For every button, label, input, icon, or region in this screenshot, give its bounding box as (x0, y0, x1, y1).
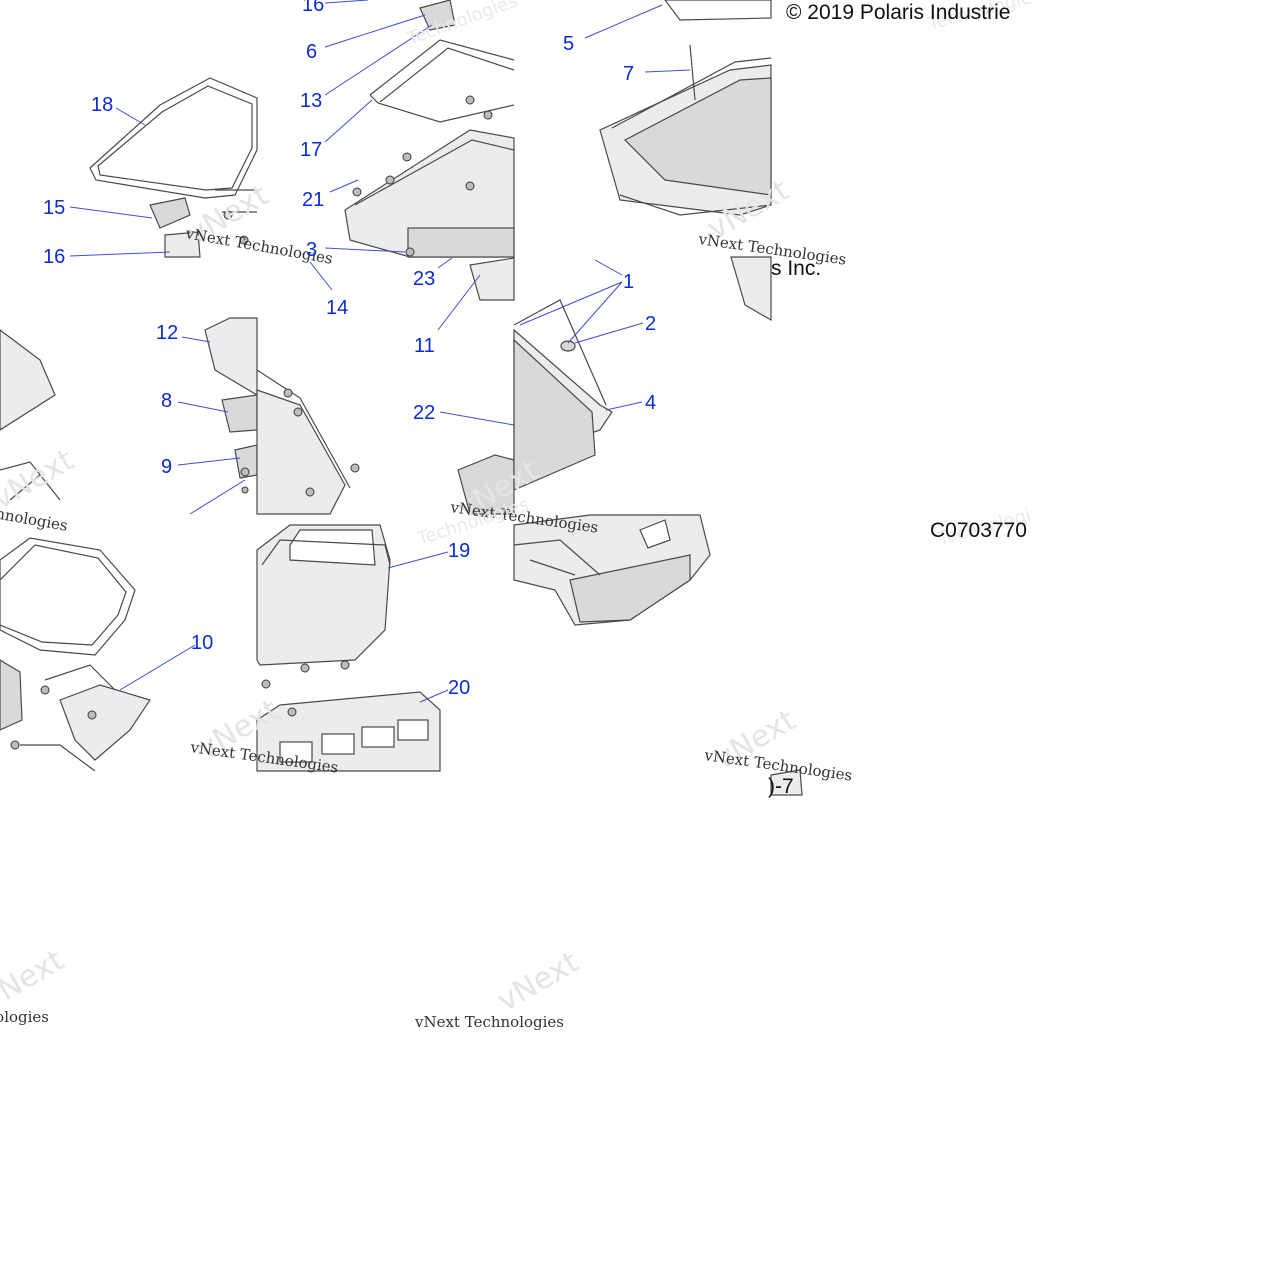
callout-5: 5 (563, 33, 574, 55)
lid-frame-part (89, 77, 258, 199)
callout-4: 4 (645, 392, 656, 414)
watermark-logo: vNext (492, 945, 586, 1019)
tile-middle-right (513, 256, 772, 491)
callout-21: 21 (302, 189, 324, 211)
callout-7: 7 (623, 63, 634, 85)
callout-12: 12 (156, 322, 178, 344)
callout-23: 23 (413, 268, 435, 290)
page-fragment: )-7 (768, 775, 794, 798)
callout-15: 15 (43, 197, 65, 219)
callout-2: 2 (645, 313, 656, 335)
callout-13: 13 (300, 90, 322, 112)
callout-17: 17 (300, 139, 322, 161)
watermark-company: vNext Technologies (0, 1008, 49, 1026)
drawing-code: C0703770 (930, 519, 1027, 542)
copyright-text: © 2019 Polaris Industrie (786, 1, 1010, 24)
tile-center (256, 257, 515, 515)
tile-top-left (69, 77, 258, 258)
tile-top-right (584, 0, 772, 216)
tile-top-middle (324, 0, 515, 258)
callout-labels: 1 2 3 4 5 6 7 8 9 10 11 12 13 14 15 16 1… (43, 0, 656, 699)
callout-3: 3 (306, 239, 317, 261)
watermark-logo: vNext (0, 443, 80, 517)
tile-middle-left (0, 317, 258, 515)
lower-fragments (770, 769, 803, 796)
callout-18: 18 (91, 94, 113, 116)
callout-8: 8 (161, 390, 172, 412)
callout-14: 14 (326, 297, 348, 319)
tile-bottom-right (513, 514, 711, 626)
tile-masks (1030, 0, 1285, 1285)
watermark-company: vNext Technologies (414, 1013, 564, 1031)
callout-20: 20 (448, 677, 470, 699)
callout-10: 10 (191, 632, 213, 654)
copyright-tail-text: s Inc. (771, 257, 821, 280)
watermark-logo: vNext (0, 943, 70, 1017)
callout-22: 22 (413, 402, 435, 424)
callout-1: 1 (623, 271, 634, 293)
callout-9: 9 (161, 456, 172, 478)
callout-16: 16 (43, 246, 65, 268)
callout-16: 16 (302, 0, 324, 16)
tile-bottom-center (256, 524, 449, 772)
diagram-meta: © 2019 Polaris Industrie s Inc. C0703770… (768, 1, 1027, 798)
callout-11: 11 (414, 335, 435, 357)
tile-bottom-left (0, 537, 196, 772)
callout-19: 19 (448, 540, 470, 562)
callout-6: 6 (306, 41, 317, 63)
